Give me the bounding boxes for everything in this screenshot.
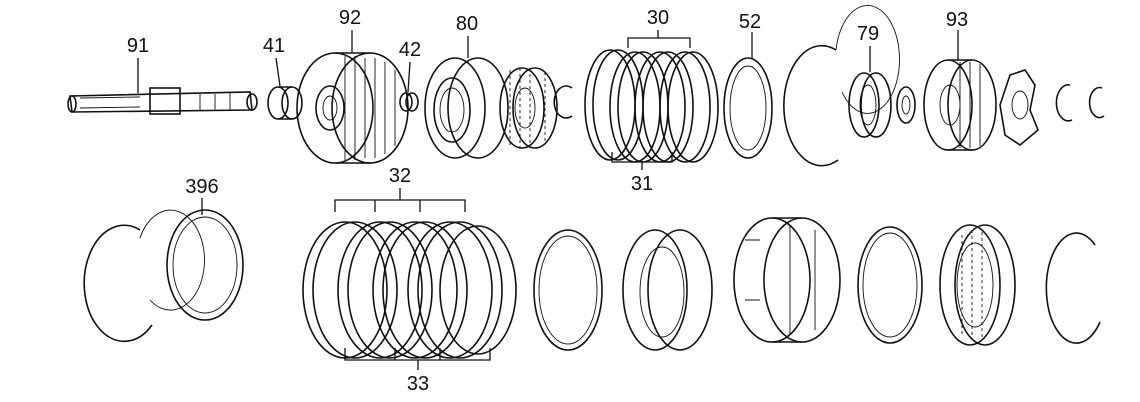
part-drum-bottom	[733, 217, 841, 343]
part-bearing-bottom	[939, 224, 1016, 346]
part-retainer-plate	[999, 69, 1039, 146]
part-92-clutch-drum	[296, 52, 409, 164]
part-thrust-washer	[896, 86, 916, 124]
label-91: 91	[127, 35, 149, 57]
label-52: 52	[739, 11, 761, 33]
label-41: 41	[263, 35, 285, 57]
label-42: 42	[399, 39, 421, 61]
part-snap-clip	[553, 85, 573, 119]
part-93-planet-carrier	[923, 59, 997, 151]
part-32-33-clutch-pack	[302, 221, 517, 359]
label-396: 396	[185, 176, 218, 198]
label-30: 30	[647, 7, 669, 29]
label-80: 80	[456, 13, 478, 35]
part-52-plate	[723, 57, 773, 159]
part-396-ring	[166, 209, 244, 321]
label-93: 93	[946, 9, 968, 31]
part-80-piston	[424, 57, 509, 159]
label-31: 31	[631, 173, 653, 195]
part-snap-ring-end	[1045, 232, 1101, 344]
part-snap-ring-bottom	[83, 209, 205, 343]
label-79: 79	[857, 23, 879, 45]
part-91-input-shaft	[67, 87, 258, 115]
leader-lines	[137, 30, 959, 370]
part-30-31-clutch-pack	[584, 49, 719, 163]
part-piston-bottom	[622, 229, 713, 351]
part-41-bushing	[267, 86, 303, 120]
part-gear-ring	[499, 67, 558, 149]
label-33: 33	[407, 373, 429, 395]
part-79-bearing	[848, 72, 892, 138]
part-clips	[1055, 84, 1105, 122]
label-92: 92	[339, 7, 361, 29]
part-ring-bottom	[857, 226, 923, 344]
part-seal-ring	[533, 229, 603, 351]
part-42-washer	[399, 92, 419, 112]
label-32: 32	[389, 165, 411, 187]
part-snap-ring-large	[783, 5, 900, 167]
